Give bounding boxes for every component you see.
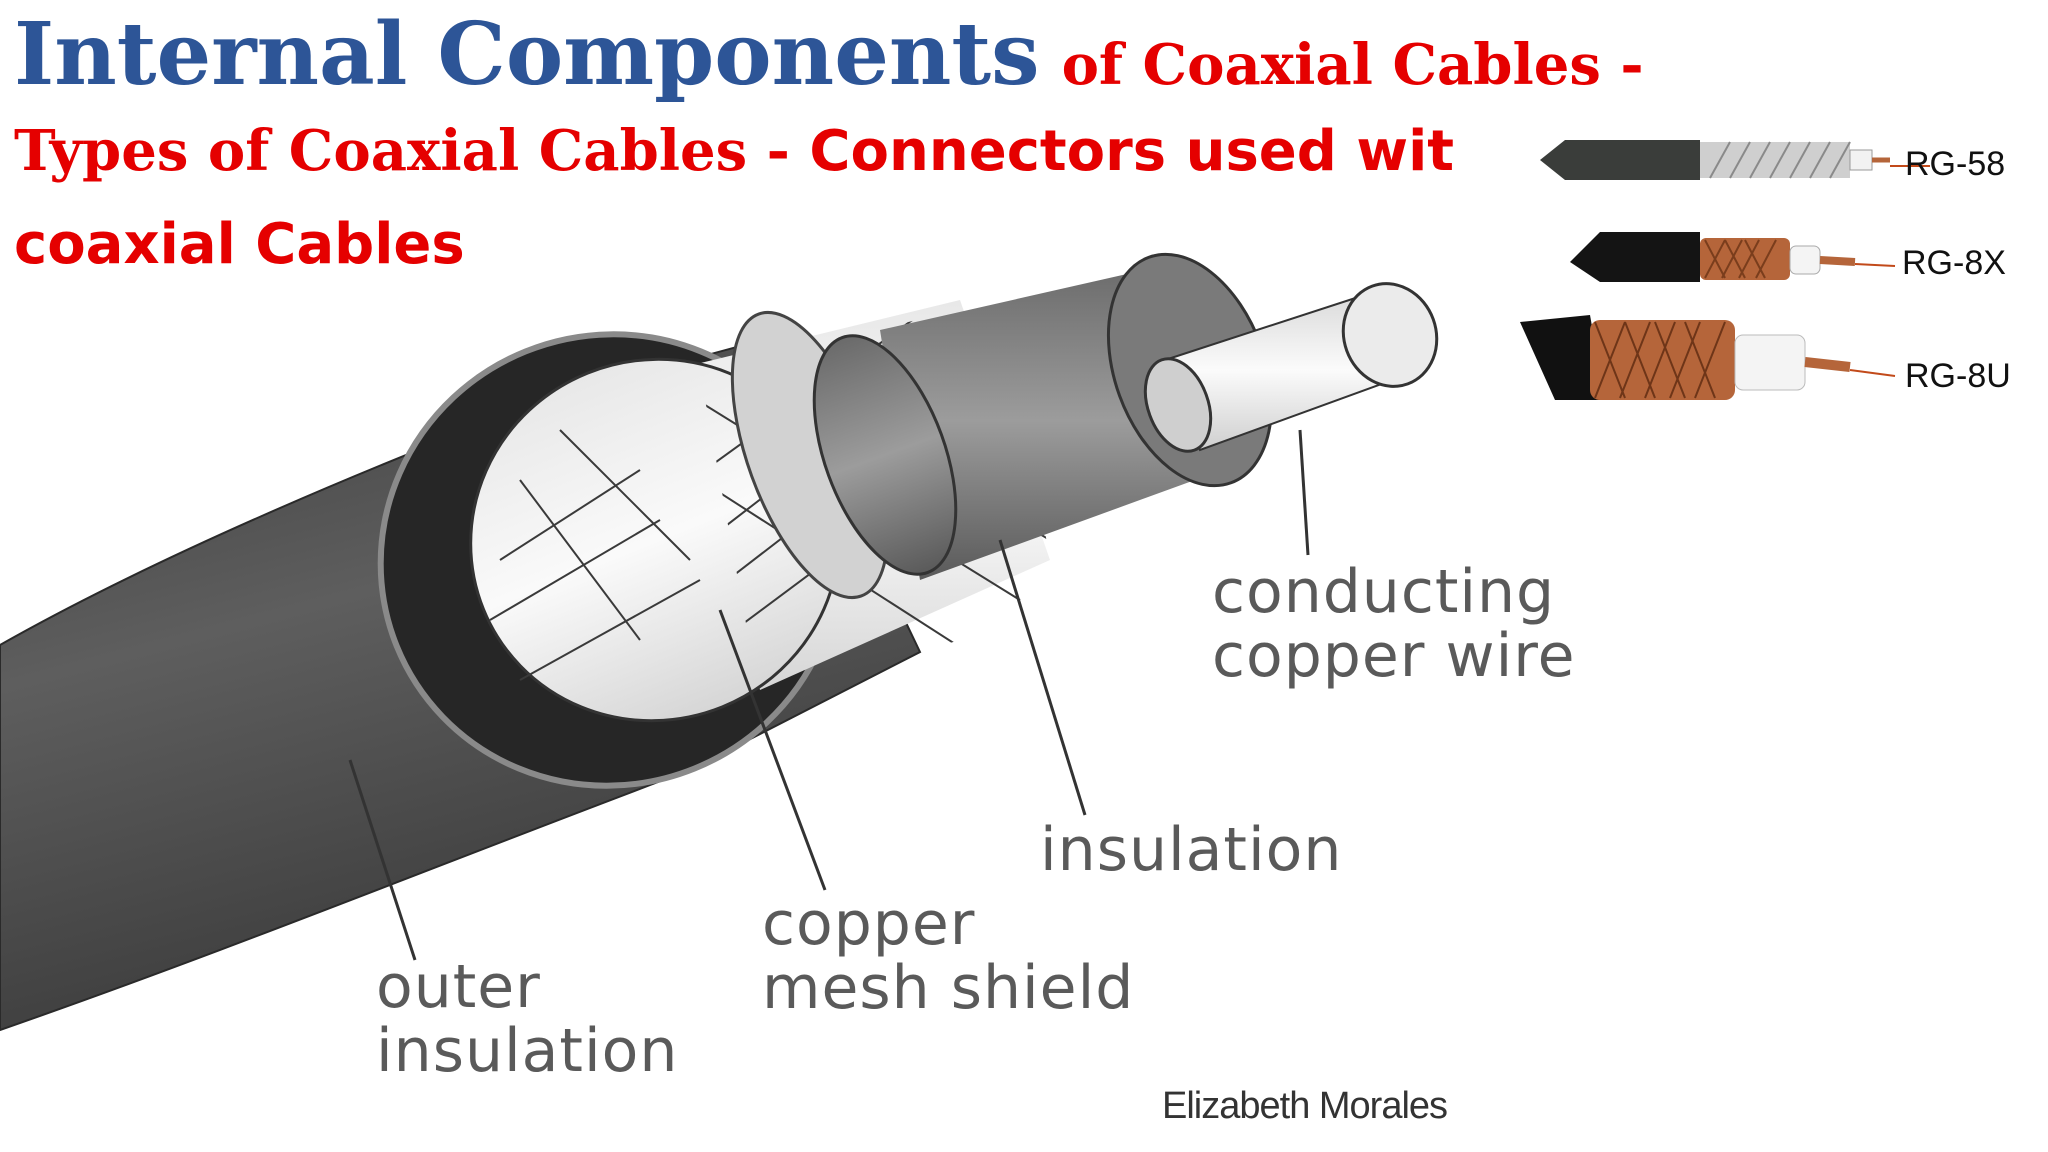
label-rg-8u: RG-8U xyxy=(1905,357,2011,395)
title-sub-3: Connectors used wit xyxy=(809,119,1455,184)
label-conducting-copper-wire: conducting copper wire xyxy=(1212,560,1576,688)
conducting-core xyxy=(1143,282,1439,453)
title-sub-1: of Coaxial Cables - xyxy=(1061,32,1644,98)
label-outer-line-1: outer xyxy=(376,952,541,1022)
label-mesh-line-2: mesh shield xyxy=(762,953,1135,1023)
rg58-cable-photo xyxy=(1540,140,1930,180)
label-mesh-line-1: copper xyxy=(762,889,976,959)
label-conducting-line-2: copper wire xyxy=(1212,621,1576,691)
leader-lines xyxy=(348,429,1310,961)
insulation-layer xyxy=(730,252,1274,600)
leader-insulation xyxy=(998,539,1087,816)
label-insulation: insulation xyxy=(1040,815,1343,885)
title-sub-2: Types of Coaxial Cables - xyxy=(14,118,810,184)
leader-outer xyxy=(348,759,417,961)
title-line-1: Internal Components of Coaxial Cables - xyxy=(14,4,1644,105)
label-copper-mesh-shield: copper mesh shield xyxy=(762,892,1134,1020)
leader-mesh xyxy=(718,609,827,891)
title-line-2: Types of Coaxial Cables - Connectors use… xyxy=(14,118,1454,184)
rg8u-cable-photo xyxy=(1520,315,1896,400)
rg8x-cable-photo xyxy=(1570,232,1896,282)
label-outer-line-2: insulation xyxy=(376,1016,679,1086)
title-main: Internal Components xyxy=(14,4,1040,105)
title-line-3: coaxial Cables xyxy=(14,212,465,277)
leader-conducting xyxy=(1298,429,1310,556)
label-rg-58: RG-58 xyxy=(1905,145,2006,183)
label-rg-8x: RG-8X xyxy=(1902,244,2006,282)
credit-text: Elizabeth Morales xyxy=(1162,1085,1448,1127)
label-outer-insulation: outer insulation xyxy=(376,955,678,1083)
label-conducting-line-1: conducting xyxy=(1212,557,1556,627)
